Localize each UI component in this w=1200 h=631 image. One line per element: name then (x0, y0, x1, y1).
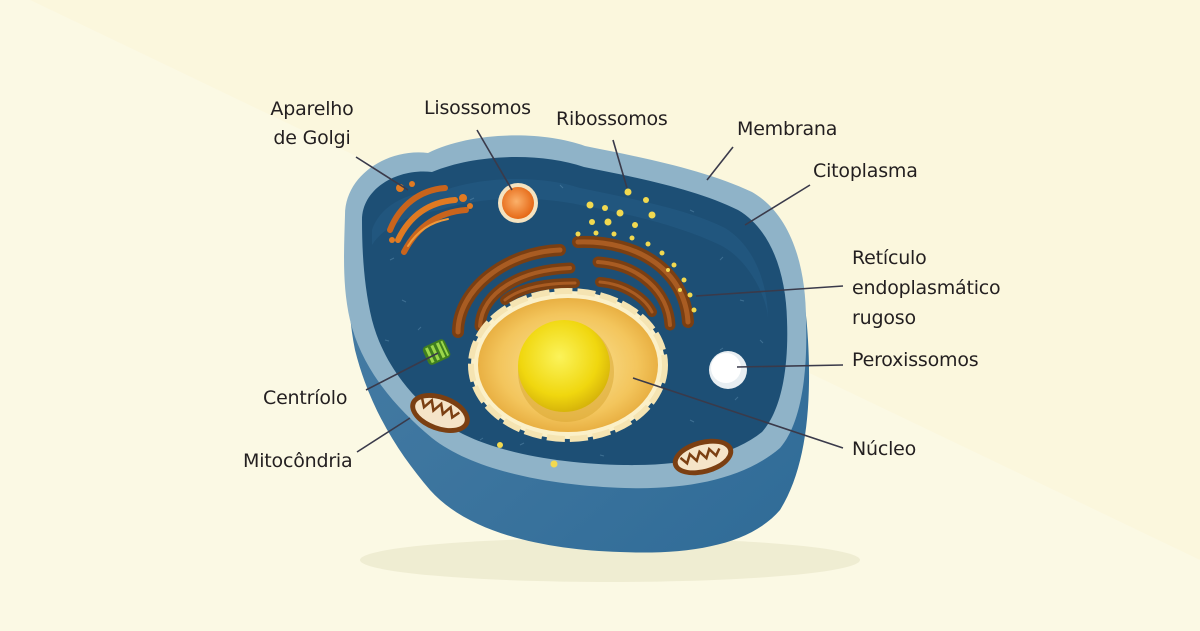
label-mitochondria: Mitocôndria (243, 450, 353, 472)
label-centriole: Centríolo (263, 387, 348, 409)
label-cytoplasm: Citoplasma (813, 160, 918, 182)
label-ribosomes: Ribossomos (556, 108, 668, 130)
leader-line-lysosomes (476, 129, 513, 191)
label-lysosomes: Lisossomos (424, 97, 531, 119)
peroxisome (709, 351, 747, 389)
mitochondrion-right (672, 438, 734, 476)
centriole (422, 339, 451, 365)
leader-line-cytoplasm (744, 184, 811, 226)
cytoplasm-highlight (372, 179, 768, 320)
er-ribosomes (575, 230, 697, 313)
label-membrane: Membrana (737, 118, 838, 140)
leader-line-golgi (355, 156, 409, 191)
label-peroxisomes: Peroxissomos (852, 349, 979, 371)
label-nucleus: Núcleo (852, 438, 917, 460)
ribosomes (467, 188, 656, 468)
golgi-apparatus (387, 181, 473, 255)
leader-line-membrane (706, 146, 734, 181)
leader-line-ribosomes (612, 139, 628, 189)
nucleolus (518, 320, 614, 422)
mitochondrion-left (410, 393, 470, 433)
cytoplasm-texture (384, 184, 764, 457)
leader-line-nucleus (632, 377, 844, 449)
leader-line-peroxisomes (736, 364, 844, 368)
leader-lines (355, 129, 844, 453)
leader-line-mitochondria (356, 417, 411, 453)
label-golgi: Aparelho de Golgi (270, 98, 354, 149)
lysosome (498, 183, 538, 223)
leader-line-rough-er (695, 285, 844, 297)
label-rough-er: Retículo endoplasmático rugoso (852, 247, 1001, 329)
cell-shadow (360, 538, 860, 582)
leader-line-centriole (365, 352, 439, 391)
rough-endoplasmic-reticulum (452, 235, 694, 338)
